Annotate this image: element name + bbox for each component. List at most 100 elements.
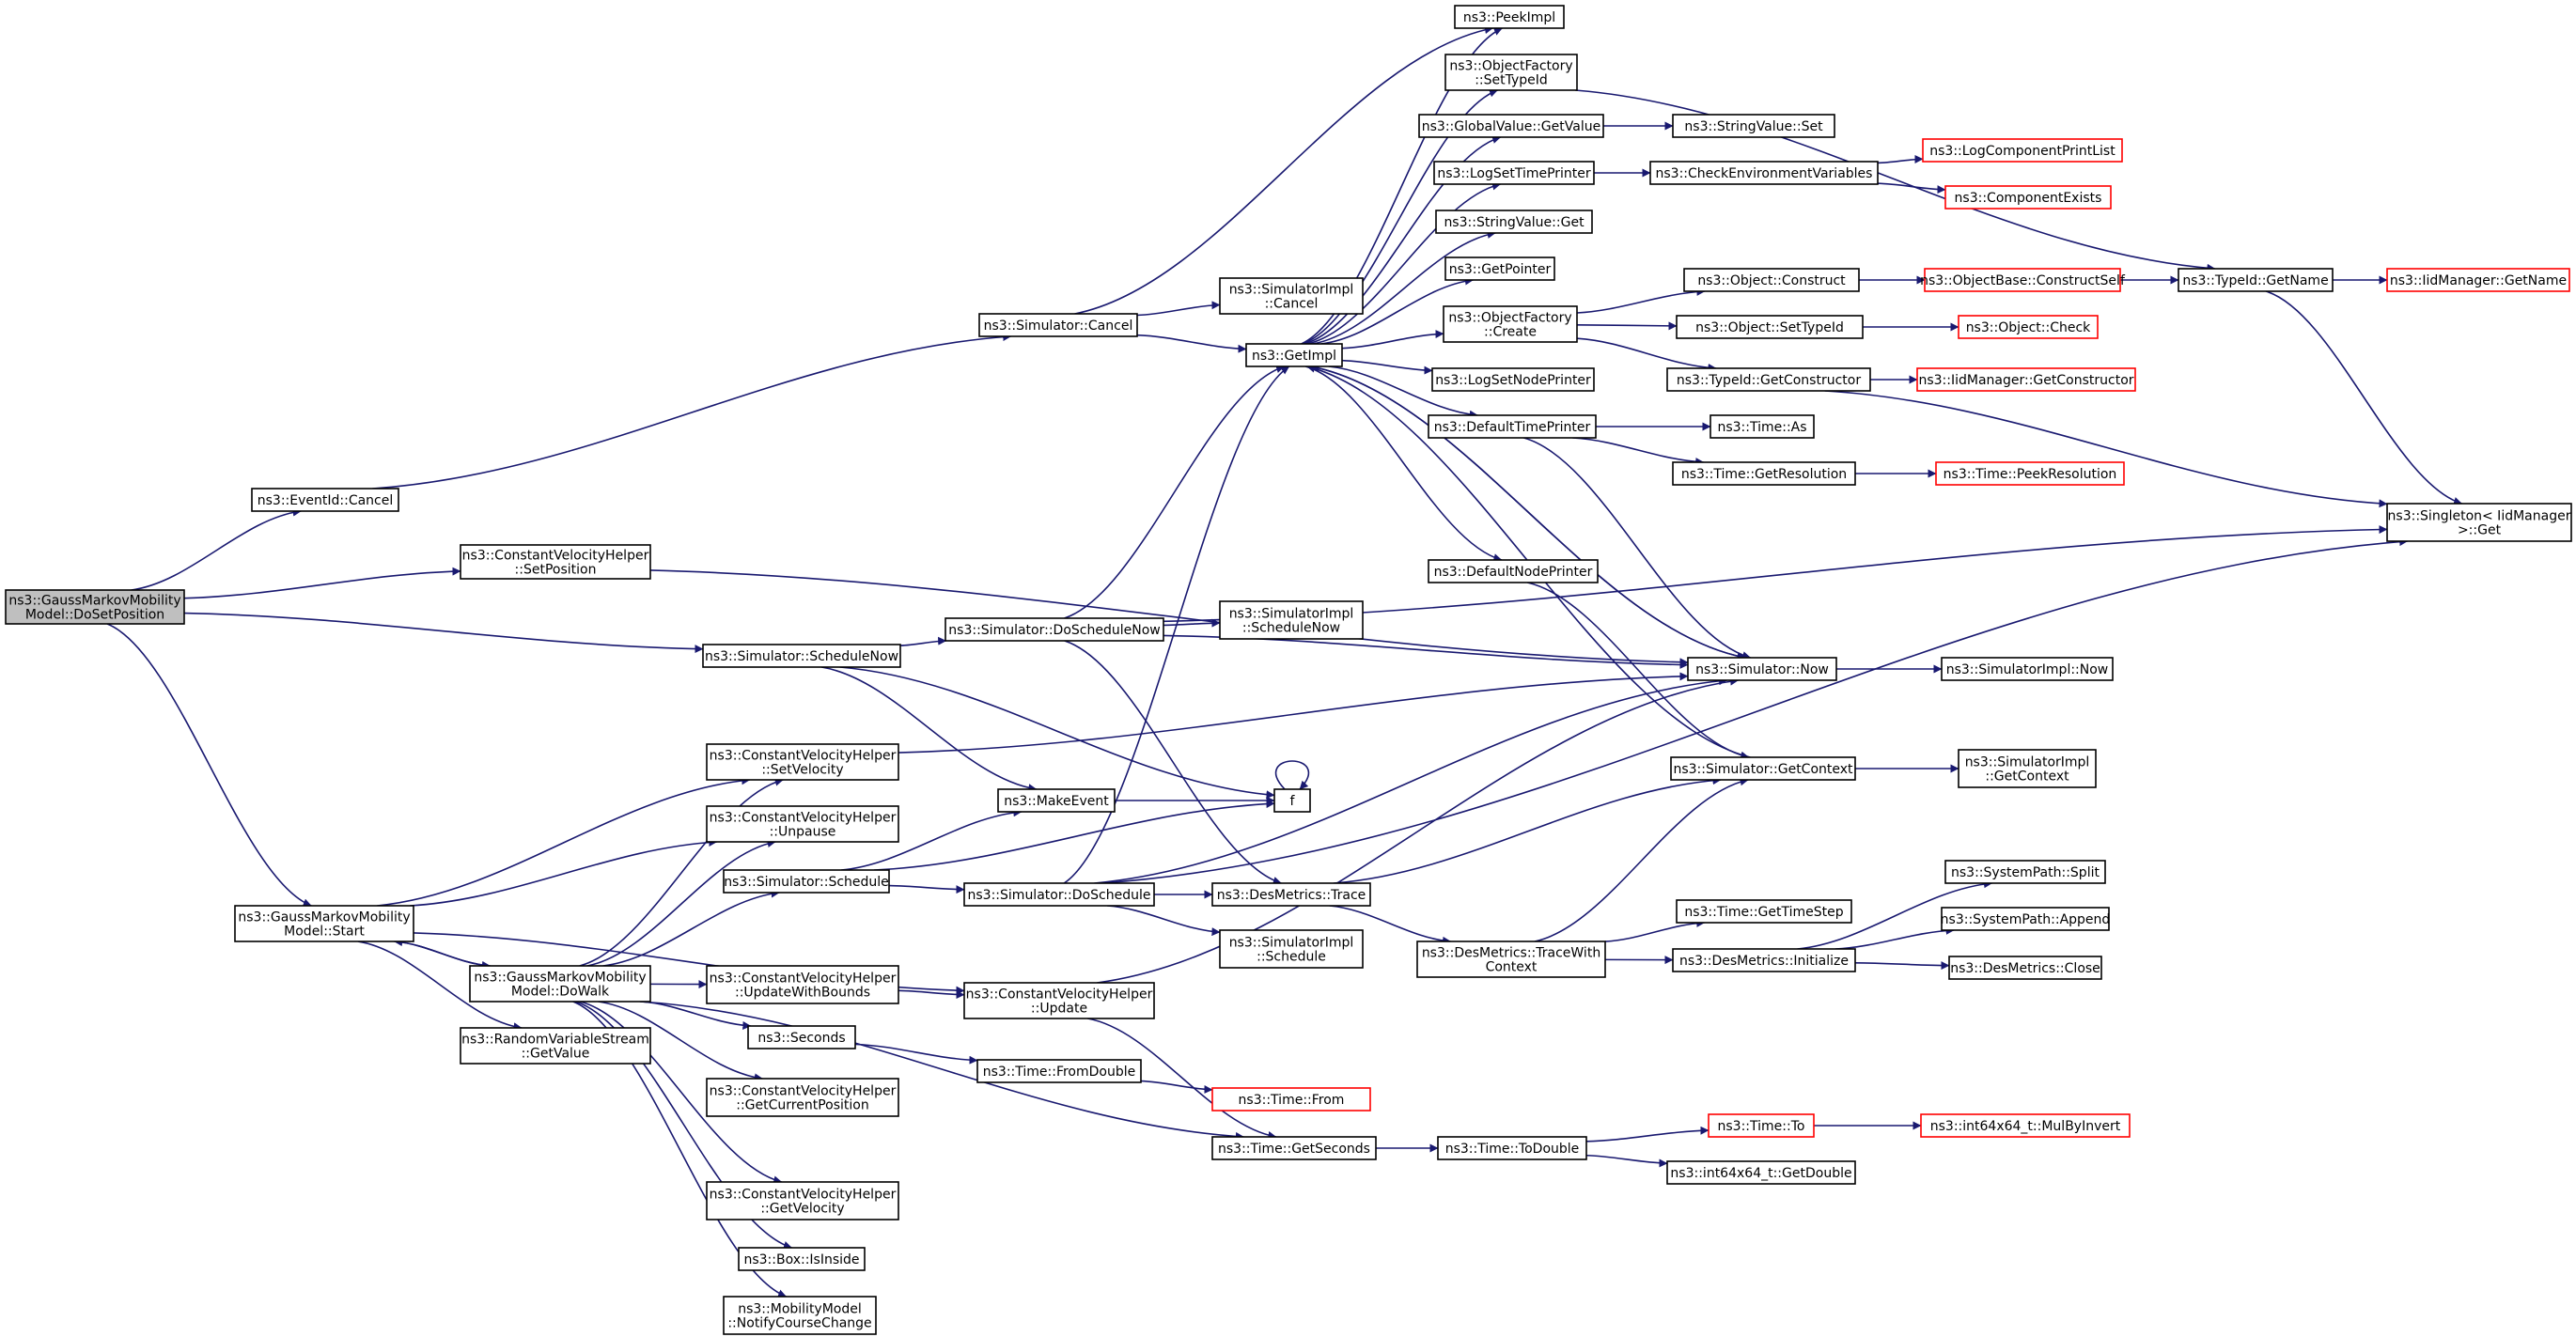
node-int64-mulbyinvert[interactable]: ns3::int64x64_t::MulByInvert (1920, 1113, 2131, 1138)
call-arrow (874, 800, 1275, 871)
call-edge-desmetrics_initialize-to-systempath_split (1797, 879, 1992, 950)
node-root[interactable]: ns3::GaussMarkovMobilityModel::DoSetPosi… (5, 589, 185, 625)
node-time-getresolution[interactable]: ns3::Time::GetResolution (1672, 461, 1856, 486)
node-simimpl-getcontext[interactable]: ns3::SimulatorImpl::GetContext (1958, 749, 2097, 788)
call-edge-sim_now-to-getimpl (1310, 364, 1746, 659)
node-sim-doschedule[interactable]: ns3::Simulator::DoSchedule (963, 882, 1155, 907)
node-f[interactable]: f (1273, 788, 1311, 813)
node-time-getseconds[interactable]: ns3::Time::GetSeconds (1211, 1136, 1377, 1160)
node-sim-getcontext[interactable]: ns3::Simulator::GetContext (1670, 756, 1856, 781)
node-object-construct[interactable]: ns3::Object::Construct (1683, 268, 1860, 292)
node-getpointer[interactable]: ns3::GetPointer (1444, 257, 1555, 281)
node-label-line: ::GetContext (1985, 770, 2069, 785)
node-cvh-setposition[interactable]: ns3::ConstantVelocityHelper::SetPosition (460, 544, 651, 580)
node-desmetrics-initialize[interactable]: ns3::DesMetrics::Initialize (1672, 948, 1856, 972)
node-iidmanager-getname[interactable]: ns3::IidManager::GetName (2386, 268, 2570, 292)
node-time-peekresolution[interactable]: ns3::Time::PeekResolution (1935, 461, 2125, 486)
node-systempath-split[interactable]: ns3::SystemPath::Split (1944, 860, 2106, 884)
node-cvh-update[interactable]: ns3::ConstantVelocityHelper::Update (963, 982, 1155, 1019)
node-defaulttimeprinter[interactable]: ns3::DefaultTimePrinter (1428, 414, 1597, 439)
node-label-line: ns3::ConstantVelocityHelper (710, 1084, 897, 1099)
call-arrow (1101, 537, 2409, 884)
node-componentexists[interactable]: ns3::ComponentExists (1944, 185, 2112, 210)
node-desmetrics-trace[interactable]: ns3::DesMetrics::Trace (1211, 882, 1371, 907)
node-seconds[interactable]: ns3::Seconds (747, 1025, 856, 1049)
call-arrow (1310, 364, 1746, 659)
node-sim-schedule[interactable]: ns3::Simulator::Schedule (723, 869, 890, 894)
node-box (460, 1027, 651, 1065)
node-time-todouble[interactable]: ns3::Time::ToDouble (1437, 1136, 1587, 1160)
node-box-isinside[interactable]: ns3::Box::IsInside (738, 1247, 866, 1271)
node-objfactory-settypeid[interactable]: ns3::ObjectFactory::SetTypeId (1444, 54, 1578, 91)
node-simimpl-schedulenow[interactable]: ns3::SimulatorImpl::ScheduleNow (1219, 600, 1364, 640)
node-simimpl-schedule[interactable]: ns3::SimulatorImpl::Schedule (1219, 929, 1364, 969)
call-edge-sim_cancel-to-getimpl (1136, 334, 1247, 353)
node-simimpl-cancel[interactable]: ns3::SimulatorImpl::Cancel (1219, 277, 1364, 315)
node-cvh-getcurrentposition[interactable]: ns3::ConstantVelocityHelper::GetCurrentP… (706, 1078, 899, 1117)
call-edge-sim_schedulenow-to-sim_doschedulenow (899, 636, 947, 646)
node-sim-doschedulenow[interactable]: ns3::Simulator::DoScheduleNow (945, 617, 1164, 642)
node-box (460, 544, 651, 580)
node-rvs-getvalue[interactable]: ns3::RandomVariableStream::GetValue (460, 1027, 651, 1065)
node-peekimpl[interactable]: ns3::PeekImpl (1454, 5, 1565, 29)
node-time-to[interactable]: ns3::Time::To (1708, 1113, 1815, 1138)
node-time-gettimestep[interactable]: ns3::Time::GetTimeStep (1676, 899, 1852, 924)
node-box (1672, 461, 1856, 486)
node-eventid-cancel[interactable]: ns3::EventId::Cancel (251, 488, 399, 512)
node-object-settypeid[interactable]: ns3::Object::SetTypeId (1676, 315, 1864, 339)
node-defaultnodeprinter[interactable]: ns3::DefaultNodePrinter (1428, 559, 1599, 583)
node-cvh-unpause[interactable]: ns3::ConstantVelocityHelper::Unpause (706, 805, 899, 843)
node-time-fromdouble[interactable]: ns3::Time::FromDouble (976, 1059, 1142, 1083)
node-logcomponentprintlist[interactable]: ns3::LogComponentPrintList (1922, 138, 2123, 163)
node-box (963, 882, 1155, 907)
node-iidmanager-getconstructor[interactable]: ns3::IidManager::GetConstructor (1916, 367, 2136, 392)
call-edge-defaultnodeprinter-to-sim_getcontext (1527, 582, 1750, 760)
node-int64-getdouble[interactable]: ns3::int64x64_t::GetDouble (1666, 1160, 1856, 1185)
node-objfactory-create[interactable]: ns3::ObjectFactory::Create (1443, 305, 1578, 343)
node-sim-now[interactable]: ns3::Simulator::Now (1687, 657, 1837, 681)
node-objectbase-constructself[interactable]: ns3::ObjectBase::ConstructSelf (1920, 268, 2126, 292)
node-time-from[interactable]: ns3::Time::From (1211, 1087, 1371, 1112)
node-desmetrics-close[interactable]: ns3::DesMetrics::Close (1948, 956, 2102, 980)
node-label-line: Model::Start (284, 925, 365, 940)
node-singleton-get[interactable]: ns3::Singleton< IidManager>::Get (2386, 503, 2572, 542)
node-sim-schedulenow[interactable]: ns3::Simulator::ScheduleNow (702, 644, 901, 668)
node-stringvalue-set[interactable]: ns3::StringValue::Set (1672, 114, 1835, 138)
node-logsettimeprinter[interactable]: ns3::LogSetTimePrinter (1433, 161, 1595, 185)
node-systempath-append[interactable]: ns3::SystemPath::Append (1941, 907, 2111, 931)
node-getimpl[interactable]: ns3::GetImpl (1245, 343, 1343, 367)
node-checkenv[interactable]: ns3::CheckEnvironmentVariables (1649, 161, 1879, 185)
node-stringvalue-get[interactable]: ns3::StringValue::Get (1435, 210, 1593, 234)
node-typeid-getname[interactable]: ns3::TypeId::GetName (2178, 268, 2334, 292)
node-box (738, 1247, 866, 1271)
node-logsetnodeprinter[interactable]: ns3::LogSetNodePrinter (1431, 367, 1595, 392)
call-edge-defaulttimeprinter-to-sim_now (1523, 437, 1752, 661)
node-makeevent[interactable]: ns3::MakeEvent (997, 788, 1116, 813)
node-label-line: ns3::Simulator::Cancel (984, 319, 1133, 334)
node-typeid-getconstructor[interactable]: ns3::TypeId::GetConstructor (1666, 367, 1871, 392)
node-mobility-notify[interactable]: ns3::MobilityModel::NotifyCourseChange (723, 1296, 877, 1335)
node-sim-cancel[interactable]: ns3::Simulator::Cancel (978, 313, 1138, 337)
node-label-line: ns3::ObjectBase::ConstructSelf (1920, 273, 2126, 288)
call-edge-objfactory_create-to-object_settypeid (1576, 321, 1678, 331)
node-cvh-updatewithbounds[interactable]: ns3::ConstantVelocityHelper::UpdateWithB… (706, 965, 899, 1004)
node-box (963, 982, 1155, 1019)
node-object-check[interactable]: ns3::Object::Check (1958, 315, 2099, 339)
node-simimpl-now[interactable]: ns3::SimulatorImpl::Now (1941, 657, 2114, 681)
node-time-as[interactable]: ns3::Time::As (1710, 414, 1815, 439)
node-label-line: ns3::ConstantVelocityHelper (710, 1188, 897, 1203)
node-box (1672, 948, 1856, 972)
call-arrow (1107, 905, 1221, 937)
node-label-line: ns3::DesMetrics::TraceWith (1422, 946, 1600, 961)
node-cvh-setvelocity[interactable]: ns3::ConstantVelocityHelper::SetVelocity (706, 743, 899, 781)
node-box (1437, 1136, 1587, 1160)
call-edge-sim_schedulenow-to-makeevent (820, 666, 1038, 793)
node-label-line: ns3::RandomVariableStream (461, 1033, 649, 1048)
node-cvh-getvelocity[interactable]: ns3::ConstantVelocityHelper::GetVelocity (706, 1181, 899, 1220)
node-label-line: ns3::DefaultTimePrinter (1434, 420, 1591, 435)
node-globalvalue-getvalue[interactable]: ns3::GlobalValue::GetValue (1418, 114, 1604, 138)
call-arrow (1136, 334, 1247, 353)
